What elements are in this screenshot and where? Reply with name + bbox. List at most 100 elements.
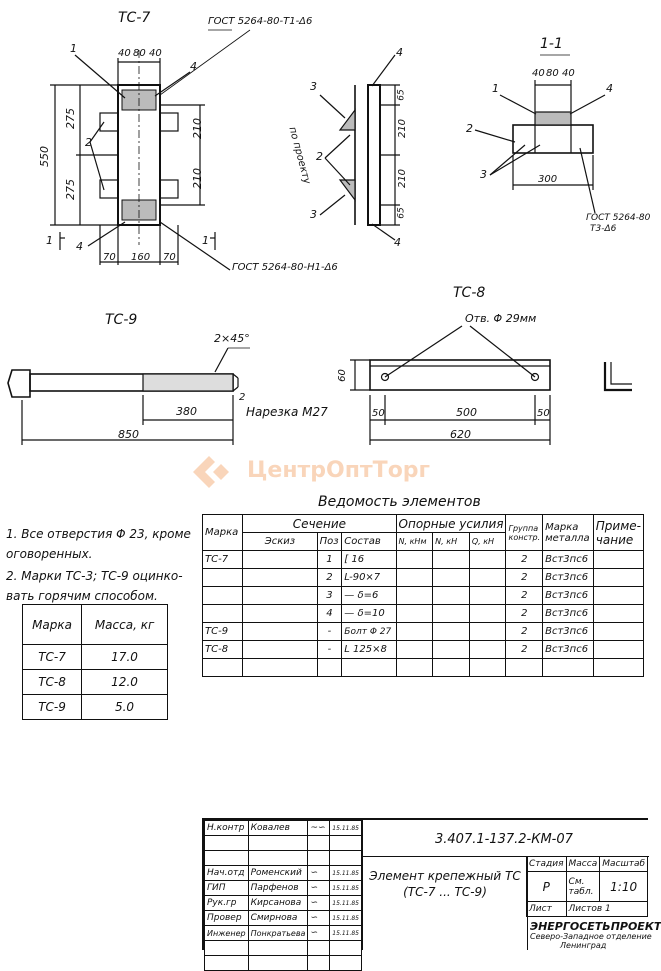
tc8-edge-left: 50 — [372, 408, 385, 419]
cell-metal: Вст3пс6 — [542, 622, 594, 641]
s11-width: 300 — [538, 174, 558, 185]
signers-table: Н.контр Ковалев ~∽ 15.11.85 Нач.отд Роме… — [204, 820, 362, 971]
scale-value: 1:10 — [599, 871, 649, 902]
tc7-callout-1: 1 — [70, 42, 77, 55]
org-division: Северо-Западное отделение — [530, 932, 652, 941]
col-q: Q, кН — [468, 532, 507, 551]
table-row: ТС-8 - L 125×8 2 Вст3пс6 — [201, 640, 645, 659]
side-callout-4a: 4 — [396, 46, 403, 59]
side-view — [319, 54, 400, 241]
cell-pos: 1 — [316, 550, 343, 569]
watermark-text: ЦентрОптТорг — [247, 458, 431, 483]
tc7-view — [50, 29, 251, 271]
signer-date: 15.11.85 — [329, 880, 362, 896]
cell-metal: Вст3пс6 — [542, 640, 594, 659]
tc8-overall: 620 — [450, 428, 471, 441]
tc7-dim-top-1: 40 — [118, 48, 131, 59]
tc9-thread-label: Нарезка М27 — [246, 405, 328, 419]
cell-metal: Вст3пс6 — [542, 568, 594, 587]
col-pos: Поз — [316, 532, 343, 551]
tc7-title: ТС-7 — [118, 10, 151, 26]
cell-group: 2 — [505, 604, 544, 623]
tc7-section-mark-right: 1 — [202, 234, 209, 247]
signer-date: 15.11.85 — [329, 820, 362, 836]
cell-pos: - — [316, 622, 343, 641]
tc9-title: ТС-9 — [105, 312, 138, 328]
tc8-height: 60 — [336, 369, 348, 382]
tc9-gap: 2 — [239, 392, 246, 403]
s11-title: 1-1 — [540, 36, 563, 52]
note-1: 1. Все отверстия Φ 23, кроме оговоренных… — [6, 527, 191, 561]
tc7-callout-4a: 4 — [190, 60, 197, 73]
signer-date: 15.11.85 — [329, 895, 362, 911]
cell-sostav: L 125×8 — [341, 640, 397, 659]
mass-header: Масса — [565, 856, 601, 872]
signer-role: Нач.отд — [204, 865, 249, 881]
side-dim-4: 65 — [396, 207, 407, 219]
signature-icon: ∽ — [307, 865, 331, 881]
signer-name: Ковалев — [247, 820, 309, 836]
drawing-canvas — [7, 29, 632, 445]
table-row: ТС-9 - Болт Φ 27 2 Вст3пс6 — [201, 622, 645, 641]
signer-role: Н.контр — [204, 820, 249, 836]
signer-role: ГИП — [204, 880, 249, 896]
col-n-force: N, кН — [432, 532, 470, 551]
signer-role: Рук.гр — [204, 895, 249, 911]
tc7-dim-top-3: 40 — [149, 48, 162, 59]
doc-code: 3.407.1-137.2-КМ-07 — [435, 832, 573, 847]
s11-callout-3: 3 — [480, 168, 487, 181]
cell-marka: ТС-9 — [201, 622, 244, 641]
cell-pos: 2 — [316, 568, 343, 587]
side-callout-3b: 3 — [310, 208, 317, 221]
cell-marka — [201, 568, 244, 587]
mass-row-marka: ТС-8 — [21, 669, 83, 695]
tc9-chamfer: 2×45° — [214, 332, 250, 345]
signature-icon: ∽ — [307, 910, 331, 926]
cell-marka — [201, 586, 244, 605]
signer-row: Провер Смирнова ∽ 15.11.85 — [204, 910, 362, 926]
tc7-dim-bottom-3: 70 — [163, 252, 176, 263]
side-callout-3a: 3 — [310, 80, 317, 93]
signer-row: Нач.отд Роменский ∽ 15.11.85 — [204, 865, 362, 881]
mass-value: См. табл. — [565, 871, 601, 902]
side-callout-2: 2 — [316, 150, 323, 163]
tc7-dim-top-2: 80 — [133, 48, 146, 59]
col-n-moment: N, кНм — [395, 532, 434, 551]
s11-callout-1: 1 — [492, 82, 499, 95]
signer-row: Н.контр Ковалев ~∽ 15.11.85 — [204, 820, 362, 836]
tc7-callout-2: 2 — [85, 136, 92, 149]
tc8-view — [350, 325, 632, 445]
tc7-callout-4b: 4 — [76, 240, 83, 253]
signer-date: 15.11.85 — [329, 865, 362, 881]
table-row: 3 — δ=6 2 Вст3пс6 — [201, 586, 645, 605]
mass-row-marka: ТС-9 — [21, 694, 83, 720]
tc8-edge-right: 50 — [537, 408, 550, 419]
cell-sostav: — δ=10 — [341, 604, 397, 623]
cell-metal: Вст3пс6 — [542, 604, 594, 623]
tc7-dim-bottom-1: 70 — [103, 252, 116, 263]
col-metal: Марка металла — [542, 514, 594, 551]
tc7-gost-top: ГОСТ 5264-80-Т1-Δ6 — [208, 16, 313, 27]
tc8-title: ТС-8 — [453, 285, 486, 301]
mass-header-marka: Марка — [21, 604, 83, 645]
signer-name: Смирнова — [247, 910, 309, 926]
side-dim-2: 210 — [397, 118, 409, 139]
signer-row: ГИП Парфенов ∽ 15.11.85 — [204, 880, 362, 896]
signature-icon: ~∽ — [307, 820, 331, 836]
sheets-label: Листов 1 — [565, 901, 649, 917]
s11-callout-2: 2 — [466, 122, 473, 135]
side-callout-4b: 4 — [394, 236, 401, 249]
cell-group: 2 — [505, 568, 544, 587]
col-marka: Марка — [201, 514, 244, 551]
signature-icon: ∽ — [307, 925, 331, 941]
cell-marka — [201, 604, 244, 623]
tc7-dim-right1: 210 — [191, 118, 204, 139]
cell-marka: ТС-7 — [201, 550, 244, 569]
tc7-dim-right2: 210 — [191, 168, 204, 189]
note-2: 2. Марки ТС-3; ТС-9 оцинко- вать горячим… — [6, 569, 183, 603]
col-group: Группа констр. — [505, 514, 544, 551]
side-dim-1: 65 — [396, 89, 407, 101]
signer-row: Рук.гр Кирсанова ∽ 15.11.85 — [204, 895, 362, 911]
col-forces: Опорные усилия — [395, 514, 507, 533]
tc7-gost-bottom: ГОСТ 5264-80-Н1-Δ6 — [232, 262, 338, 273]
